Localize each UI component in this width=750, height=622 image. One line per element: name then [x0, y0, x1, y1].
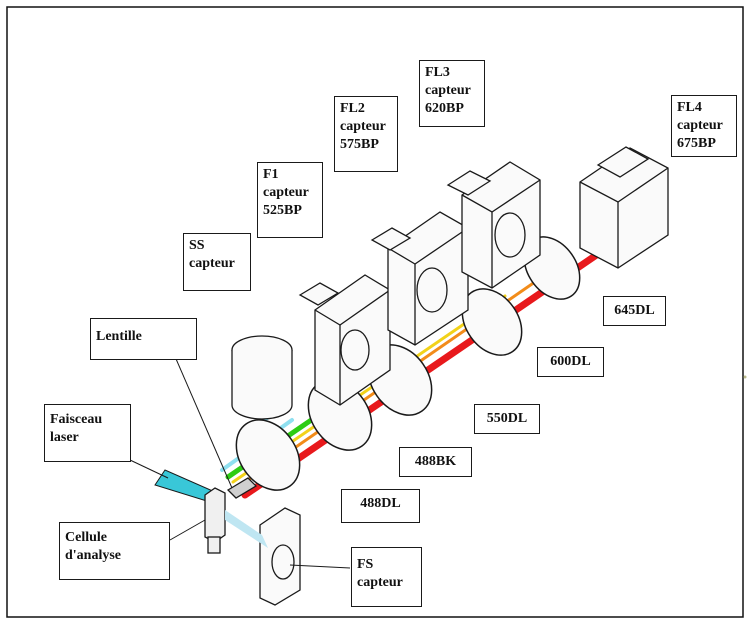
- mirror-4: [461, 288, 523, 356]
- mirror-1: [235, 419, 301, 491]
- filter-550dl: 550DL: [474, 404, 540, 434]
- filter-645dl: 645DL: [603, 296, 666, 326]
- detectors: [231, 146, 669, 606]
- fl2-label: FL2 capteur 575BP: [334, 96, 398, 172]
- fs-label: FS capteur: [351, 547, 422, 607]
- lentille-label: Lentille: [90, 318, 197, 360]
- fl4-label: FL4 capteur 675BP: [671, 95, 737, 157]
- analysis-cell: [204, 477, 268, 554]
- faisceau-label: Faisceau laser: [44, 404, 131, 462]
- leader-lines: [129, 344, 351, 569]
- filter-600dl: 600DL: [537, 347, 604, 377]
- fl3-label: FL3 capteur 620BP: [419, 60, 485, 127]
- fs-beam: [225, 510, 268, 548]
- lens: [226, 477, 258, 499]
- ss-label: SS capteur: [183, 233, 251, 291]
- filter-488dl: 488DL: [341, 489, 420, 523]
- speck: [743, 375, 747, 379]
- cellule-label: Cellule d'analyse: [59, 522, 170, 580]
- red-beam: [241, 211, 659, 499]
- figure-border: [6, 6, 744, 618]
- f1-label: F1 capteur 525BP: [257, 162, 323, 238]
- filter-488bk: 488BK: [399, 447, 472, 477]
